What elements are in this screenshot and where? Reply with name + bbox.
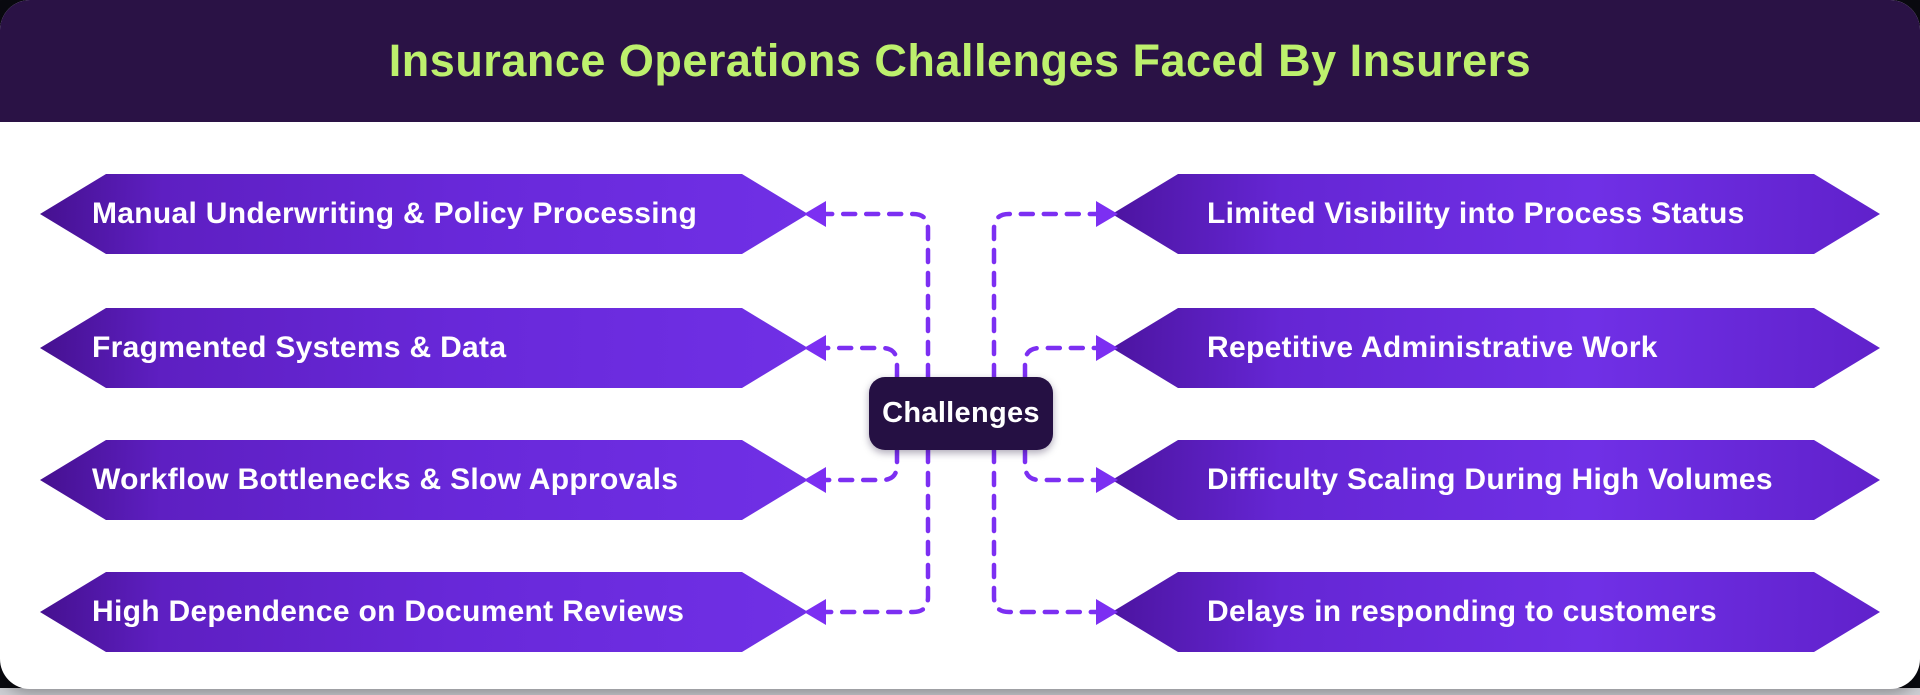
connector-right-4 xyxy=(991,447,1099,615)
connector-right-2 xyxy=(1022,345,1099,380)
page-title: Insurance Operations Challenges Faced By… xyxy=(388,35,1532,86)
challenge-banner-repetitive-work: Repetitive Administrative Work xyxy=(1112,308,1880,388)
challenge-banner-fragmented-systems: Fragmented Systems & Data xyxy=(40,308,808,388)
challenge-banner-manual-underwriting: Manual Underwriting & Policy Processing xyxy=(40,174,808,254)
banner-label: Manual Underwriting & Policy Processing xyxy=(92,197,698,230)
page-bottom-strip xyxy=(0,688,1920,695)
connector-left-4 xyxy=(823,447,931,615)
challenge-banner-workflow-bottlenecks: Workflow Bottlenecks & Slow Approvals xyxy=(40,440,808,520)
connector-left-3 xyxy=(823,447,900,483)
header-bar: Insurance Operations Challenges Faced By… xyxy=(0,0,1920,122)
banner-label: Limited Visibility into Process Status xyxy=(1207,197,1745,230)
banner-label: Delays in responding to customers xyxy=(1207,595,1718,628)
banner-label: Workflow Bottlenecks & Slow Approvals xyxy=(92,463,679,496)
challenge-banner-scaling-difficulty: Difficulty Scaling During High Volumes xyxy=(1112,440,1880,520)
challenges-center-node: Challenges xyxy=(869,377,1053,450)
challenge-banner-limited-visibility: Limited Visibility into Process Status xyxy=(1112,174,1880,254)
challenge-banner-customer-delays: Delays in responding to customers xyxy=(1112,572,1880,652)
connector-right-1 xyxy=(991,211,1099,380)
challenges-center-label: Challenges xyxy=(882,397,1040,429)
connector-left-1 xyxy=(823,211,931,380)
banner-label: Fragmented Systems & Data xyxy=(92,331,507,364)
banner-label: Difficulty Scaling During High Volumes xyxy=(1207,463,1773,496)
connector-right-3 xyxy=(1022,447,1099,483)
banner-label: High Dependence on Document Reviews xyxy=(92,595,685,628)
banner-label: Repetitive Administrative Work xyxy=(1207,331,1658,364)
connector-left-2 xyxy=(823,345,900,380)
challenge-banner-document-reviews: High Dependence on Document Reviews xyxy=(40,572,808,652)
